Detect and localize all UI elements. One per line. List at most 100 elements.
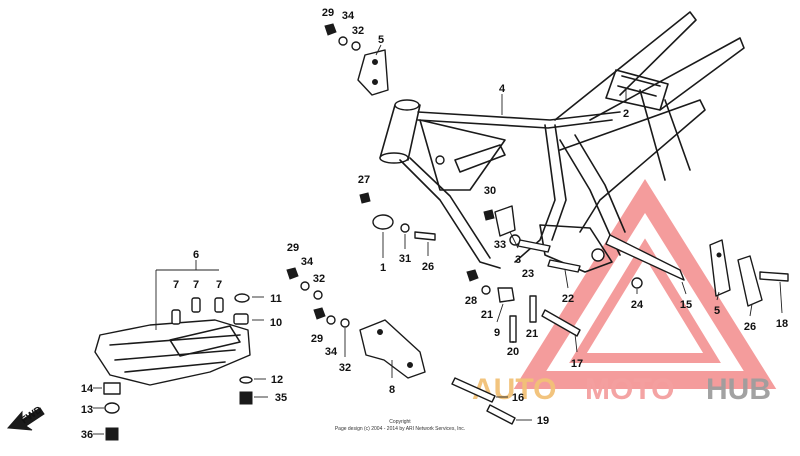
bolt-36 [105, 427, 119, 441]
watermark-triangle-inner [569, 238, 721, 363]
callout-19: 19 [537, 415, 549, 427]
pivot-boss [591, 248, 605, 262]
mount-9 [497, 287, 515, 303]
forward-arrow-icon [6, 407, 45, 431]
bolt-19 [486, 404, 516, 425]
callout-29: 29 [322, 7, 334, 19]
nut-27 [359, 192, 371, 204]
callout-34: 34 [301, 256, 314, 268]
callout-8: 8 [389, 384, 395, 396]
callout-31: 31 [399, 253, 411, 265]
spacer-24 [631, 277, 643, 289]
washer-34-top [338, 36, 348, 46]
bolt-15 [605, 234, 685, 281]
rubber-7a [171, 309, 181, 325]
callout-5: 5 [714, 305, 720, 317]
upper-bracket-hole-2 [372, 79, 378, 85]
callout-28: 28 [465, 295, 477, 307]
callout-32: 32 [339, 362, 351, 374]
top-tube-2 [417, 119, 613, 129]
callout-11: 11 [270, 293, 282, 305]
callout-35: 35 [275, 392, 287, 404]
down-tube [399, 159, 501, 269]
callout-7: 7 [216, 279, 222, 291]
backbone [514, 124, 556, 263]
bracket-5-hole [716, 252, 722, 258]
callout-2: 2 [623, 108, 629, 120]
watermark-text-auto: AUTO [472, 373, 556, 406]
callout-1: 1 [380, 262, 386, 274]
leader-5a [375, 44, 382, 56]
rear-subframe-upper-2 [589, 37, 745, 121]
callout-32: 32 [313, 273, 325, 285]
watermark-logo: AUTO MOTO HUB [472, 179, 777, 406]
copyright-line-1: Copyright [389, 419, 411, 425]
upper-bracket [357, 49, 389, 96]
bracket-33 [494, 205, 516, 237]
forward-arrow: FWD [6, 404, 45, 431]
collar-13 [104, 402, 120, 414]
bolt-18 [759, 271, 789, 282]
nut-14 [103, 382, 121, 395]
copyright-line-2: Page design (c) 2004 - 2014 by ARI Netwo… [335, 426, 465, 432]
watermark-text-hub: HUB [706, 373, 771, 406]
clamp-group [359, 192, 436, 241]
top-tube [417, 111, 621, 121]
callout-33: 33 [494, 239, 506, 251]
callout-29: 29 [311, 333, 323, 345]
center-tube-2 [574, 134, 626, 233]
bracket-26-right [737, 255, 763, 307]
callout-9: 9 [494, 327, 500, 339]
nut-29c [313, 307, 326, 320]
skid-plate-mount [169, 325, 241, 357]
washer-12 [239, 376, 253, 384]
callout-34: 34 [325, 346, 338, 358]
leader-26b [749, 303, 753, 317]
backbone-2 [551, 124, 567, 241]
bolt-22 [547, 259, 581, 273]
callout-23: 23 [522, 268, 534, 280]
head-pipe-bottom [379, 152, 409, 164]
callout-10: 10 [270, 317, 282, 329]
callout-4: 4 [499, 83, 506, 95]
engine-hanger [454, 144, 506, 173]
upper-bracket-hole-1 [372, 59, 378, 65]
callout-34: 34 [342, 10, 355, 22]
leader-5b [716, 291, 720, 301]
callout-36: 36 [81, 429, 93, 441]
leader-lines [93, 44, 783, 435]
callout-15: 15 [680, 299, 692, 311]
callout-29: 29 [287, 242, 299, 254]
cross-member [605, 69, 669, 111]
callout-12: 12 [271, 374, 283, 386]
washer-32b [313, 290, 323, 300]
callout-27: 27 [358, 174, 370, 186]
leader-9 [496, 303, 504, 323]
skid-plate-rib-2 [114, 349, 236, 361]
center-mount-hardware [483, 205, 685, 289]
bracket-8 [359, 319, 426, 379]
skid-plate-rib-1 [109, 334, 241, 346]
callout-5: 5 [378, 34, 384, 46]
down-tube-2 [409, 157, 491, 259]
leader-22 [564, 269, 569, 289]
washer-32c [340, 318, 350, 328]
right-brackets [709, 239, 789, 307]
leader-18 [779, 281, 783, 314]
bolt-21b [529, 295, 537, 323]
callout-21: 21 [481, 309, 493, 321]
rear-subframe-lower-2 [639, 89, 691, 181]
callout-14: 14 [81, 383, 94, 395]
grommet-11 [234, 293, 250, 303]
callout-22: 22 [562, 293, 574, 305]
callout-16: 16 [512, 392, 524, 404]
bolt-16 [451, 377, 496, 403]
rubber-7b [191, 297, 201, 313]
watermark-triangle-outer [513, 179, 777, 389]
forward-label: FWD [19, 404, 44, 426]
long-bolts [451, 377, 516, 425]
nut-29b [286, 267, 299, 280]
